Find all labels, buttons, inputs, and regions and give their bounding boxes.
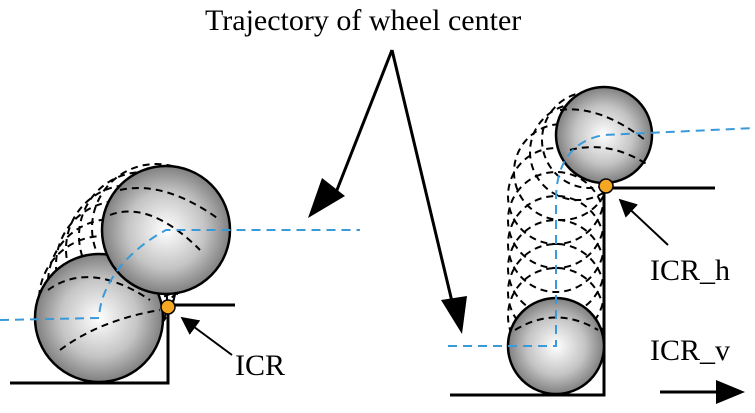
icr-v-direction-arrow-head xyxy=(716,380,745,404)
left-step-ground xyxy=(10,303,235,385)
icr-pointer-arrow xyxy=(180,316,233,356)
title-arrow-left-shaft xyxy=(333,49,394,196)
right-wheel-final xyxy=(554,85,654,185)
icr-h-pointer-arrow xyxy=(618,198,669,246)
icr-h-label: ICR_h xyxy=(650,254,730,287)
icr-point xyxy=(160,299,176,315)
icr-h-point xyxy=(598,178,614,194)
left-scene: ICR xyxy=(0,163,360,385)
icr-label: ICR xyxy=(235,349,285,382)
left-wheel-rotation-arcs xyxy=(47,187,221,351)
title-arrow-left-head xyxy=(308,178,345,218)
right-wheel-rotation-arcs xyxy=(514,108,649,331)
title-arrow-right-shaft xyxy=(390,49,456,311)
diagram-title: Trajectory of wheel center xyxy=(205,4,521,37)
title-pointer-arrows xyxy=(308,49,467,334)
right-scene: ICR_h ICR_v xyxy=(448,85,755,404)
right-wheel-center-trajectory xyxy=(448,127,755,347)
left-wheel-initial xyxy=(33,252,165,384)
title-arrow-right-head xyxy=(441,296,467,334)
icr-v-label: ICR_v xyxy=(650,334,730,367)
